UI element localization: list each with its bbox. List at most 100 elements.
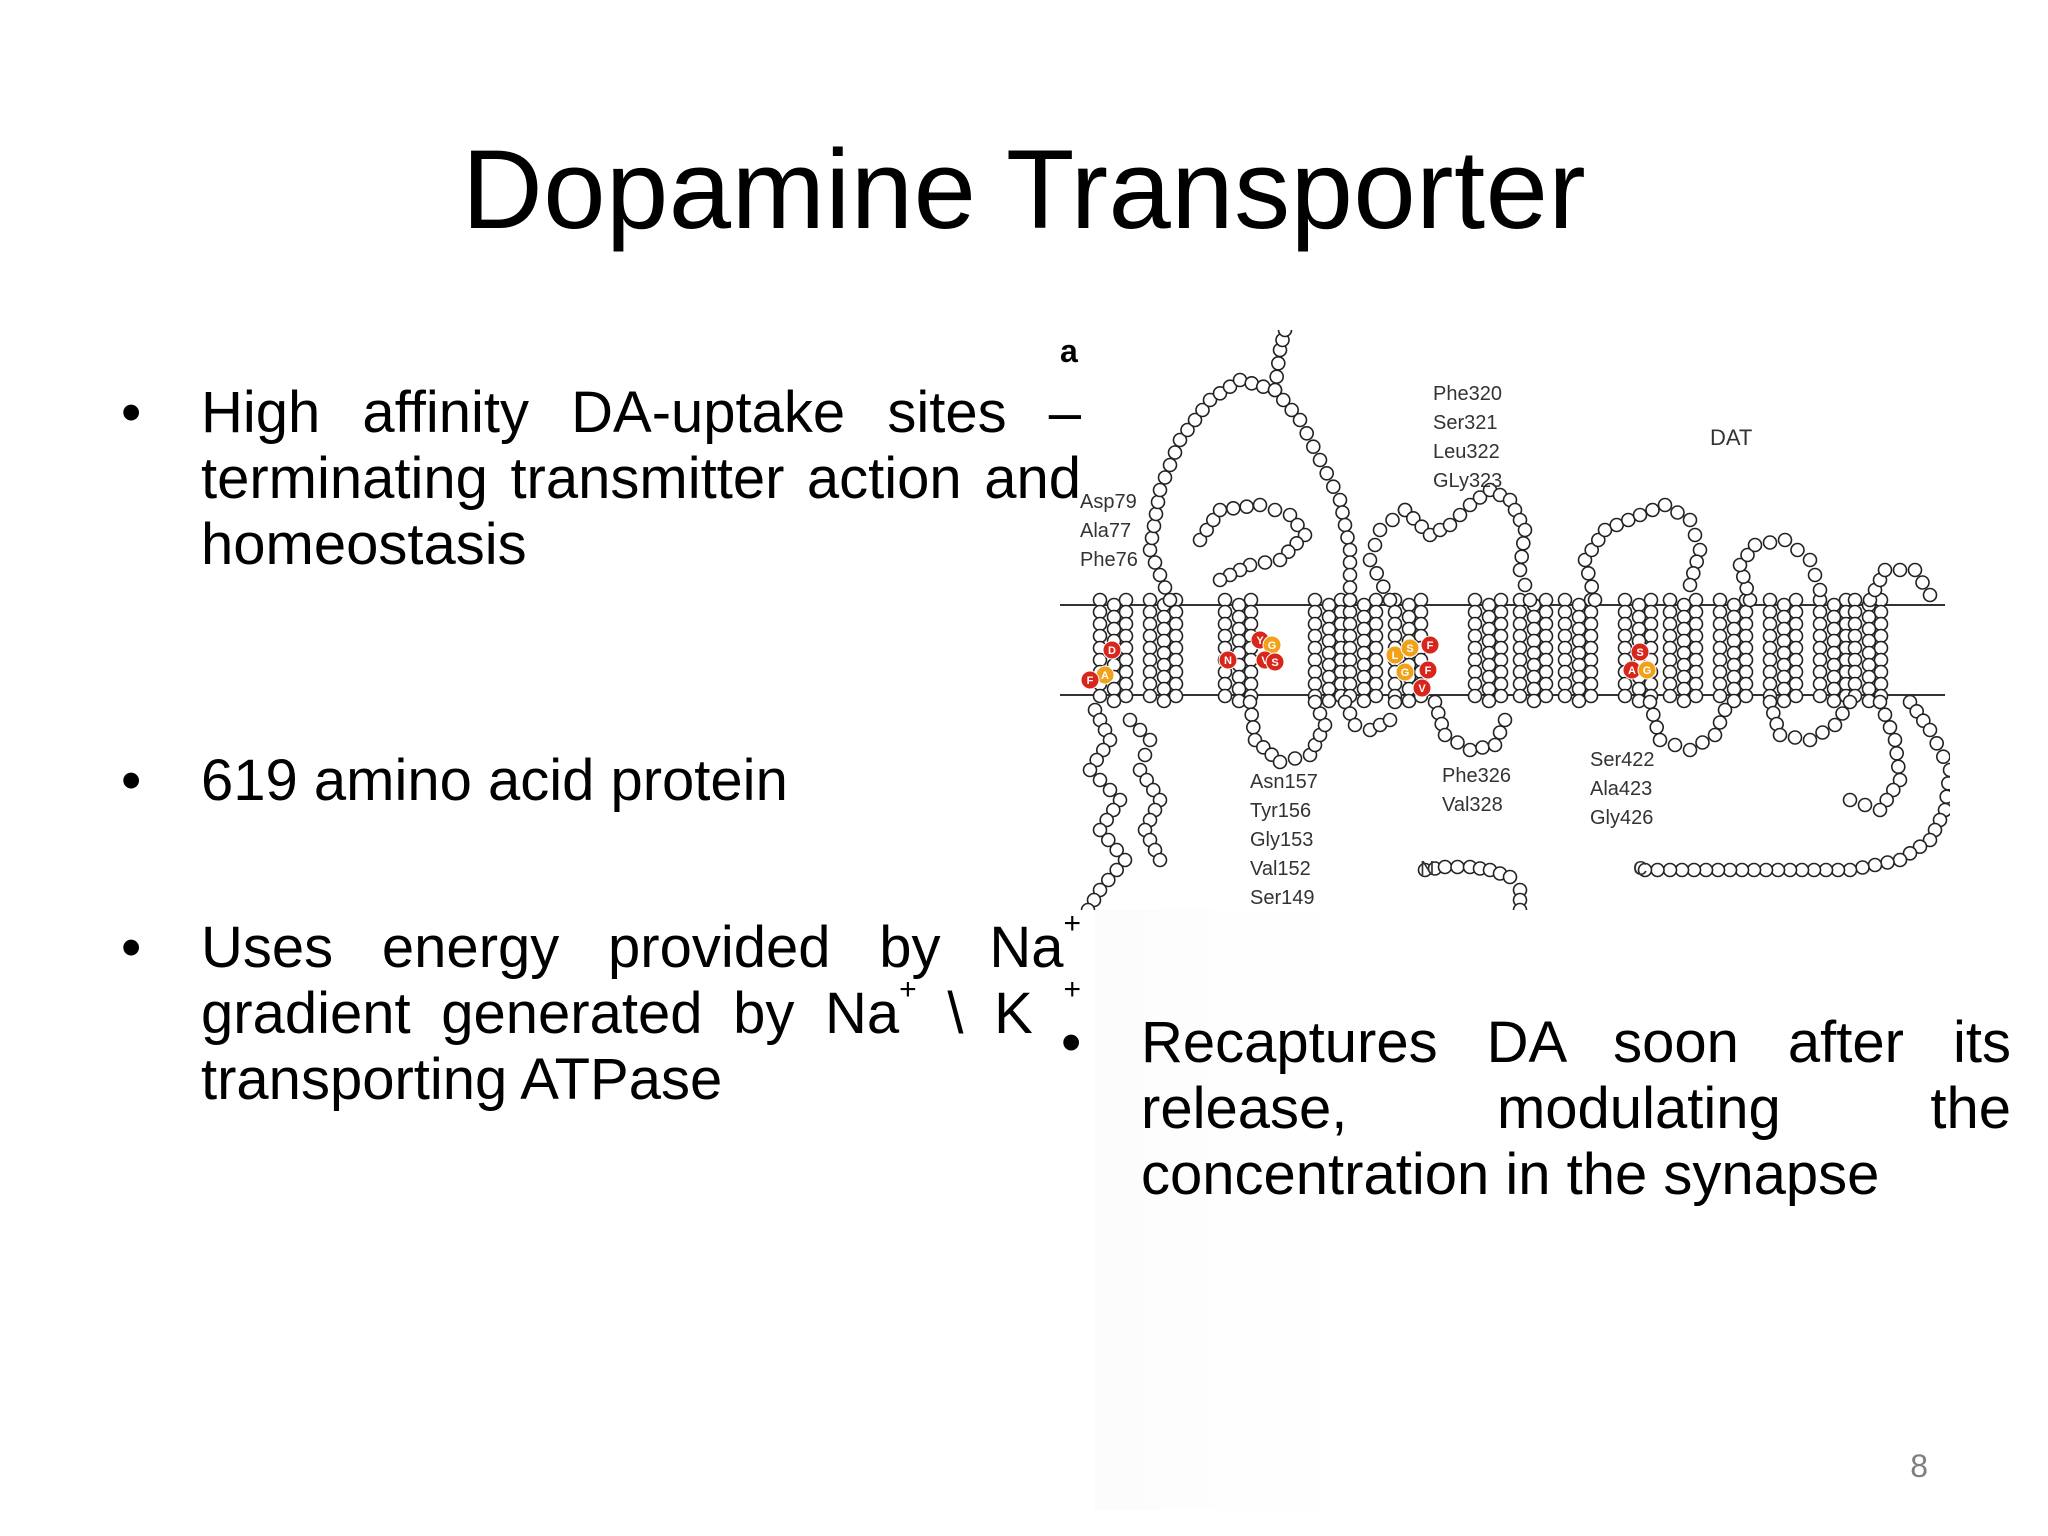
residue-bead	[1726, 693, 1742, 709]
residue-bead	[1387, 694, 1403, 710]
residue-bead	[1826, 597, 1842, 613]
residue-bead	[1812, 664, 1828, 680]
residue-bead	[1557, 640, 1573, 656]
residue-bead	[1243, 604, 1259, 620]
residue-bead	[1688, 640, 1704, 656]
residue-bead	[1847, 616, 1863, 632]
residue-bead	[1356, 645, 1372, 661]
residue-bead	[1156, 681, 1172, 697]
residue-bead	[1583, 652, 1599, 668]
residue-bead	[1584, 579, 1600, 595]
residue-bead	[1842, 792, 1858, 808]
residue-bead	[1493, 616, 1509, 632]
residue-bead	[1342, 580, 1358, 595]
residue-bead	[1642, 694, 1658, 710]
residue-bead	[1321, 693, 1337, 709]
residue-bead	[1643, 592, 1659, 608]
residue-bead	[1538, 676, 1554, 692]
residue-bead	[1517, 522, 1533, 538]
residue-bead	[1106, 609, 1122, 625]
residue-bead	[1342, 567, 1358, 583]
residue-bead	[1922, 722, 1938, 738]
residue-bead	[1557, 628, 1573, 644]
residue-bead	[1571, 681, 1587, 697]
residue-bead	[1206, 512, 1221, 528]
residue-bead	[1538, 604, 1554, 620]
residue-bead	[1462, 742, 1478, 758]
residue-bead	[1662, 688, 1678, 704]
residue-bead	[1292, 412, 1308, 428]
residue-bead	[1571, 657, 1587, 673]
residue-bead	[1726, 633, 1742, 649]
residue-bead	[1368, 604, 1384, 620]
residue-bead	[1450, 859, 1465, 875]
residue-bead	[1342, 542, 1358, 558]
residue-bead	[1645, 707, 1661, 723]
residue-bead	[1231, 621, 1247, 637]
residue-bead	[1676, 645, 1692, 661]
residue-bead	[1726, 681, 1742, 697]
residue-bead	[1538, 628, 1554, 644]
residue-bead	[1687, 527, 1703, 543]
residue-bead	[1512, 616, 1528, 632]
residue-bead	[1617, 640, 1633, 656]
residue-bead	[1092, 688, 1108, 704]
residue-bead	[1368, 616, 1384, 632]
residue-bead	[1192, 532, 1208, 548]
residue-bead	[1342, 616, 1358, 632]
residue-bead	[1356, 681, 1372, 697]
residue-bead	[1152, 852, 1168, 868]
residue-bead	[1812, 628, 1828, 644]
residue-bead	[1100, 832, 1116, 848]
residue-bead	[1782, 862, 1798, 878]
residue-bead	[1526, 669, 1542, 685]
residue-bead	[1580, 566, 1596, 581]
residue-bead	[1631, 609, 1647, 625]
residue-bead	[1762, 676, 1778, 692]
residue-bead	[1442, 517, 1458, 533]
residue-bead	[1662, 592, 1678, 608]
residue-bead	[1493, 604, 1509, 620]
residue-bead	[1557, 688, 1573, 704]
residue-bead	[1321, 633, 1337, 649]
residue-bead	[1842, 694, 1858, 710]
residue-bead	[1162, 592, 1178, 608]
residue-bead	[1142, 652, 1158, 668]
residue-bead	[1676, 597, 1692, 613]
residue-bead	[1142, 604, 1158, 620]
residue-bead	[1812, 652, 1828, 668]
residue-bead	[1777, 532, 1793, 548]
residue-bead	[1162, 457, 1178, 473]
residue-bead	[1571, 633, 1587, 649]
residue-bead	[1217, 676, 1233, 692]
residue-bead	[1722, 862, 1738, 878]
residue-bead	[1892, 772, 1908, 788]
residue-bead	[1142, 592, 1158, 608]
residue-bead	[1788, 616, 1804, 632]
residue-bead	[1826, 681, 1842, 697]
residue-bead	[1734, 862, 1750, 878]
residue-bead	[1812, 688, 1828, 704]
residue-bead	[1776, 657, 1792, 673]
residue-bead	[1118, 628, 1134, 644]
residue-bead	[1109, 842, 1124, 858]
label-val328: Val328	[1442, 794, 1503, 816]
residue-bead	[1676, 609, 1692, 625]
residue-bead	[1082, 762, 1098, 778]
residue-bead	[1847, 604, 1863, 620]
residue-bead	[1738, 604, 1754, 620]
residue-bead	[1812, 616, 1828, 632]
residue-bead	[1146, 782, 1161, 798]
residue-bead	[1492, 725, 1508, 740]
residue-bead	[1243, 616, 1259, 632]
residue-bead	[1583, 604, 1599, 620]
residue-bead	[1842, 862, 1858, 878]
residue-bead	[1676, 621, 1692, 637]
residue-bead	[1452, 507, 1468, 523]
residue-bead	[1873, 616, 1889, 632]
residue-bead	[1156, 609, 1172, 625]
residue-bead	[1106, 597, 1122, 613]
label-leu322: Leu322	[1433, 441, 1500, 463]
residue-bead	[1481, 633, 1497, 649]
residue-chain	[1080, 330, 1950, 910]
